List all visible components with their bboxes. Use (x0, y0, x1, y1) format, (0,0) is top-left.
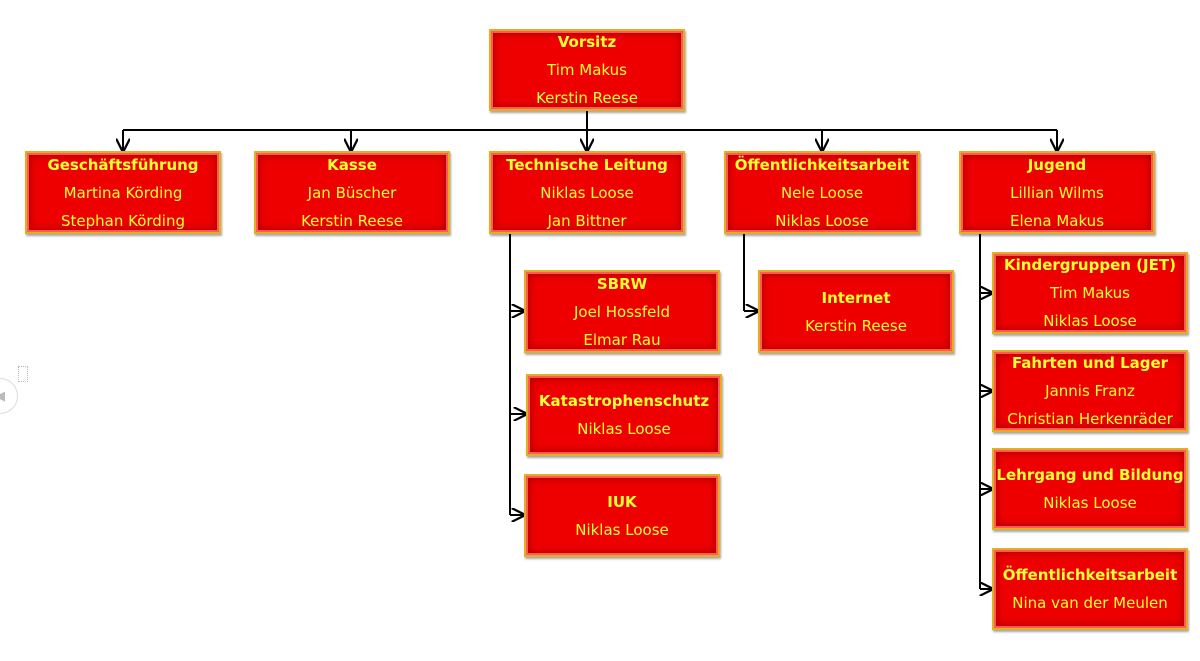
unit-technische-leitung[interactable]: Technische Leitung Niklas Loose Jan Bitt… (489, 151, 685, 234)
member-name: Nele Loose (780, 183, 864, 202)
unit-sbrw[interactable]: SBRW Joel Hossfeld Elmar Rau (524, 270, 720, 353)
unit-oeffentlichkeitsarbeit[interactable]: Öffentlichkeitsarbeit Nele Loose Niklas … (724, 151, 920, 234)
member-name: Kerstin Reese (301, 211, 403, 230)
unit-iuk[interactable]: IUK Niklas Loose (524, 474, 720, 557)
member-name: Jan Bittner (547, 211, 627, 230)
member-name: Niklas Loose (1043, 312, 1137, 330)
unit-jugend[interactable]: Jugend Lillian Wilms Elena Makus (959, 151, 1155, 234)
unit-title: Fahrten und Lager (1011, 354, 1169, 372)
unit-title: Kindergruppen (JET) (1004, 256, 1176, 274)
unit-jugend-oeffentlichkeitsarbeit[interactable]: Öffentlichkeitsarbeit Nina van der Meule… (992, 548, 1188, 630)
unit-title: Kasse (327, 155, 377, 174)
member-name: Elena Makus (1009, 211, 1105, 230)
member-name: Niklas Loose (775, 211, 869, 230)
member-name: Elmar Rau (583, 330, 661, 349)
member-name: Tim Makus (1050, 284, 1130, 302)
member-name: Christian Herkenräder (1007, 410, 1173, 428)
unit-kasse[interactable]: Kasse Jan Büscher Kerstin Reese (254, 151, 450, 234)
member-name: Joel Hossfeld (573, 302, 671, 321)
unit-title: Jugend (1027, 155, 1087, 174)
unit-title: Technische Leitung (506, 155, 668, 174)
member-name: Kerstin Reese (805, 316, 907, 335)
unit-title: Katastrophenschutz (538, 392, 710, 410)
member-name: Niklas Loose (575, 520, 669, 539)
member-name: Niklas Loose (1043, 494, 1137, 512)
unit-title: Geschäftsführung (47, 155, 199, 174)
unit-title: Öffentlichkeitsarbeit (734, 155, 910, 174)
unit-kindergruppen[interactable]: Kindergruppen (JET) Tim Makus Niklas Loo… (992, 252, 1188, 334)
unit-katastrophenschutz[interactable]: Katastrophenschutz Niklas Loose (526, 374, 722, 456)
unit-title: Vorsitz (557, 33, 617, 51)
resize-handle[interactable] (18, 366, 28, 382)
unit-vorsitz[interactable]: Vorsitz Tim Makus Kerstin Reese (489, 29, 685, 111)
member-name: Jan Büscher (307, 183, 397, 202)
member-name: Stephan Körding (60, 211, 185, 230)
unit-title: Öffentlichkeitsarbeit (1002, 566, 1178, 584)
member-name: Lillian Wilms (1010, 183, 1104, 202)
member-name: Nina van der Meulen (1012, 594, 1168, 612)
unit-title: Lehrgang und Bildung (996, 466, 1184, 484)
unit-geschaeftsfuehrung[interactable]: Geschäftsführung Martina Körding Stephan… (25, 151, 221, 234)
member-name: Kerstin Reese (536, 89, 638, 107)
unit-fahrten-und-lager[interactable]: Fahrten und Lager Jannis Franz Christian… (992, 350, 1188, 432)
unit-title: SBRW (596, 274, 648, 293)
member-name: Martina Körding (63, 183, 183, 202)
unit-title: Internet (821, 288, 891, 307)
member-name: Niklas Loose (577, 420, 671, 438)
member-name: Niklas Loose (540, 183, 634, 202)
unit-title: IUK (607, 492, 637, 511)
unit-internet[interactable]: Internet Kerstin Reese (758, 270, 954, 353)
member-name: Tim Makus (547, 61, 627, 79)
member-name: Jannis Franz (1045, 382, 1135, 400)
unit-lehrgang-und-bildung[interactable]: Lehrgang und Bildung Niklas Loose (992, 448, 1188, 530)
